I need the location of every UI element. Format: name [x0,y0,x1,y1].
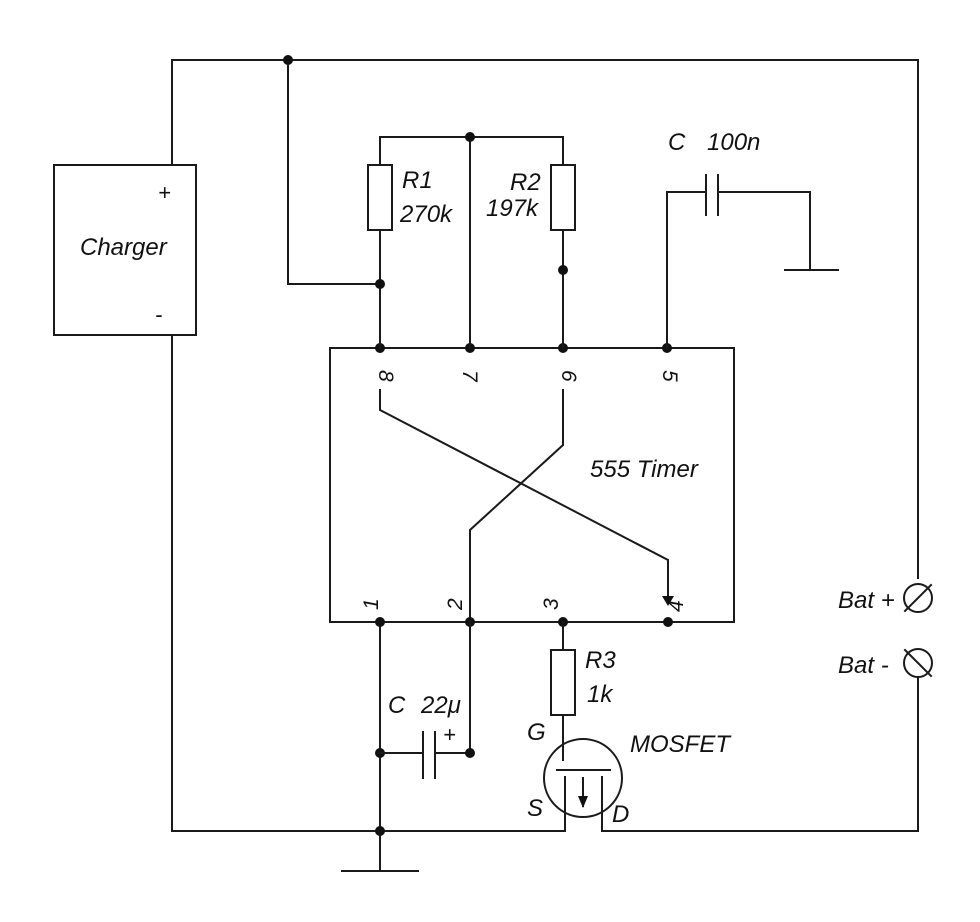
junction-r1-bottom [375,279,385,289]
junction-r2-bottom [558,265,568,275]
pin-2-label: 2 [444,598,467,611]
pin-6-label: 6 [557,370,580,382]
resistor-r2 [550,164,576,231]
junction-cap-pin2 [465,748,475,758]
bat-plus-label: Bat + [838,587,895,614]
resistor-r1 [367,164,393,231]
mosfet-arrow [578,796,588,808]
charger: Charger + - [53,164,197,336]
resistor-network: R1 270k R2 197k [367,132,576,349]
charger-minus-label: - [155,302,162,327]
pin-3-label: 3 [540,598,563,610]
c-control-name: C [668,129,686,156]
pin-1-label: 1 [360,598,383,610]
bat-minus-terminal [903,648,933,678]
r3-value: 1k [587,681,614,708]
c-control-value: 100n [707,129,760,156]
pin-4-dot [663,617,673,627]
pin-5-label: 5 [658,370,681,382]
charger-label: Charger [80,234,168,261]
timer-box [329,347,735,623]
bat-minus-label: Bat - [838,652,889,679]
c-timing-value: 22μ [420,692,461,719]
timer-555: 555 Timer 8 7 6 5 1 2 3 4 [329,343,735,627]
mosfet-symbol [543,738,623,818]
r1-name: R1 [402,167,433,194]
capacitor-timing: C 22μ + [379,621,475,779]
battery-terminals: Bat + Bat - [838,583,933,832]
junction-top [283,55,293,65]
resistor-r3 [550,649,576,716]
r2-name: R2 [510,169,541,196]
timer-label: 555 Timer [590,456,699,483]
r1-value: 270k [399,201,454,228]
junction-ground [375,826,385,836]
capacitor-control: C 100n [666,129,839,349]
mosfet-source-label: S [527,795,543,822]
pin-7-label: 7 [458,370,481,383]
mosfet-label: MOSFET [630,731,732,758]
pin4-arrow [662,596,674,606]
charger-plus-label: + [158,180,171,205]
c-timing-name: C [388,692,406,719]
charger-box [53,164,197,336]
bat-plus-terminal [903,583,933,613]
ground-rail [171,334,566,872]
pin-1-dot [375,617,385,627]
r3-name: R3 [585,647,616,674]
r2-value: 197k [486,195,540,222]
mosfet-gate-label: G [527,719,546,746]
pin-4-label: 4 [665,600,688,612]
mosfet-drain-label: D [612,801,629,828]
pin-8-label: 8 [374,370,397,382]
top-rail [171,55,919,579]
junction-r-top [465,132,475,142]
mosfet-stage: R3 1k MOSFET G S D [527,621,919,832]
c-timing-plus: + [443,722,456,747]
